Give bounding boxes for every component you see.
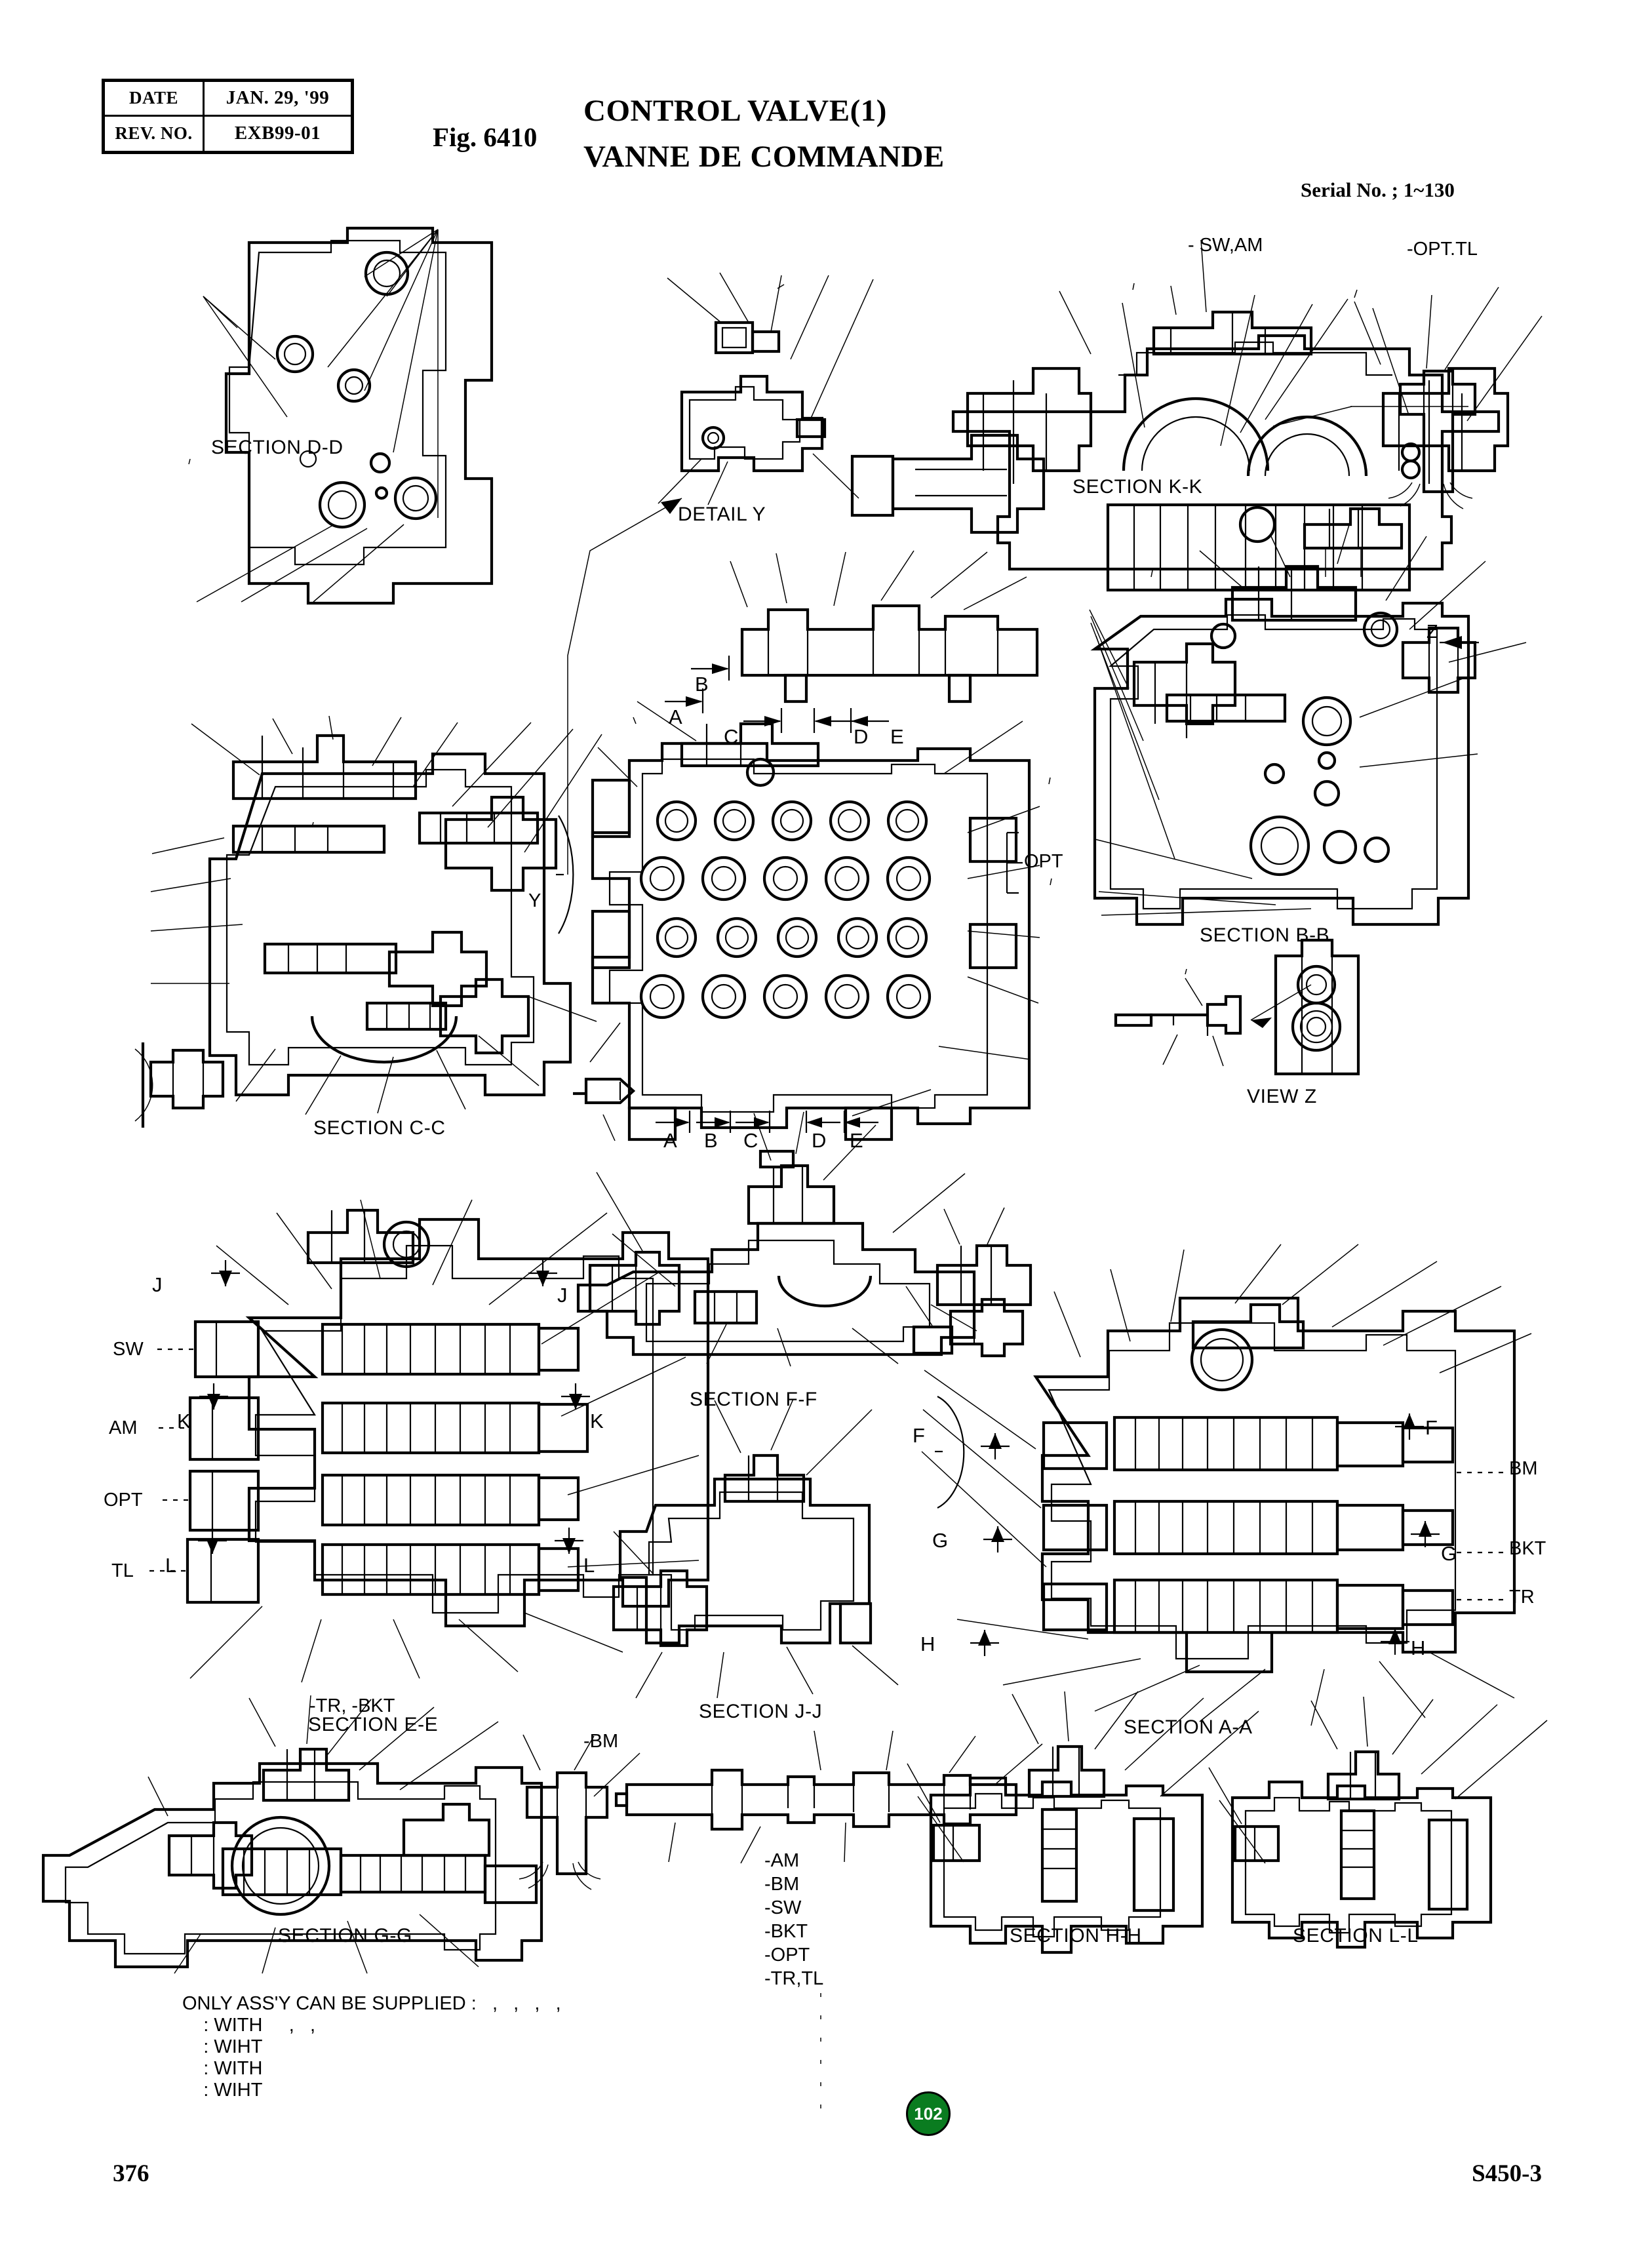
mark-ee-k-left: K: [177, 1410, 191, 1433]
callout-opt-tl: -OPT.TL: [1407, 239, 1478, 260]
caption-view-z: VIEW Z: [1247, 1086, 1317, 1107]
caption-section-aa: SECTION A-A: [1124, 1716, 1253, 1738]
mark-aa-f-left: F: [913, 1424, 925, 1447]
mark-ee-k-right: K: [590, 1410, 604, 1433]
mark-top-a: A: [669, 705, 682, 728]
label-aa-bkt: BKT: [1509, 1538, 1546, 1559]
mark-top-d: D: [854, 725, 869, 748]
mark-top-b: B: [695, 673, 709, 696]
section-ll-drawing: [1209, 1697, 1547, 1947]
mark-ee-j-right: J: [557, 1284, 568, 1307]
supply-note-line-1: ONLY ASS'Y CAN BE SUPPLIED : , , , ,: [182, 1993, 561, 2014]
caption-section-bb: SECTION B-B: [1200, 924, 1330, 946]
rev-value: EXB99-01: [234, 123, 321, 144]
section-ee-drawing: [149, 1200, 708, 1682]
revision-table: DATE JAN. 29, '99 REV. NO. EXB99-01: [102, 79, 354, 154]
spool-label-am: -AM: [764, 1850, 800, 1871]
label-ee-tl: TL: [111, 1560, 134, 1581]
page-title-fr: VANNE DE COMMANDE: [583, 140, 945, 174]
spool-label-trtl: -TR,TL: [764, 1968, 824, 1989]
caption-section-gg: SECTION G-G: [278, 1925, 412, 1947]
mark-aa-g-left: G: [932, 1529, 949, 1552]
caption-section-ee: SECTION E-E: [308, 1714, 439, 1735]
marker-y: Y: [528, 890, 541, 911]
supply-note-line-2: : WITH , ,: [182, 2015, 315, 2036]
mark-top-c: C: [724, 725, 739, 748]
rev-label: REV. NO.: [105, 116, 205, 151]
section-kk-drawing: [852, 240, 1542, 590]
date-label: DATE: [105, 82, 205, 117]
marker-z: Z: [1426, 622, 1438, 643]
spool-label-bkt: -BKT: [764, 1921, 808, 1942]
mark-aa-h-left: H: [920, 1632, 935, 1655]
label-aa-bm: BM: [1509, 1458, 1538, 1479]
section-ff-drawing: [578, 1112, 977, 1366]
callout-bm: -BM: [583, 1731, 619, 1752]
view-z-drawing: [1116, 940, 1358, 1074]
section-marks-bottom: [656, 1111, 878, 1133]
section-aa-drawing: [906, 1208, 1531, 1726]
spool-label-opt: -OPT: [764, 1945, 810, 1966]
mark-bot-d: D: [812, 1129, 827, 1152]
mark-bot-c: C: [743, 1129, 758, 1152]
caption-section-kk: SECTION K-K: [1072, 476, 1203, 498]
supply-note-line-4: : WITH: [182, 2058, 263, 2079]
page-number: 376: [113, 2160, 149, 2187]
spool-assembly-drawing: [616, 1731, 1042, 1863]
mark-ee-j-left: J: [152, 1273, 163, 1296]
supply-note-line-3: : WIHT: [182, 2036, 263, 2057]
label-ee-sw: SW: [113, 1339, 144, 1360]
caption-section-cc: SECTION C-C: [313, 1117, 446, 1139]
mark-bot-e: E: [850, 1129, 863, 1152]
serial-number: Serial No. ; 1~130: [1301, 178, 1455, 201]
caption-section-ll: SECTION L-L: [1293, 1925, 1419, 1947]
callout-tr-bkt: -TR, -BKT: [309, 1695, 395, 1716]
spool-label-sw: -SW: [764, 1897, 802, 1918]
caption-section-hh: SECTION H-H: [1010, 1925, 1142, 1947]
caption-section-jj: SECTION J-J: [699, 1701, 823, 1722]
label-ee-am: AM: [109, 1417, 138, 1438]
page-badge: 102: [906, 2091, 951, 2136]
callout-sw-am: - SW,AM: [1188, 235, 1263, 256]
caption-section-ff: SECTION F-F: [690, 1389, 817, 1410]
mark-bot-a: A: [663, 1129, 677, 1152]
mark-ee-l-left: L: [165, 1554, 177, 1577]
figure-number: Fig. 6410: [433, 122, 538, 152]
detail-y-drawing: [658, 273, 873, 505]
supply-note-line-5: : WIHT: [182, 2080, 263, 2101]
date-value: JAN. 29, '99: [205, 82, 351, 117]
center-plan-drawing: [573, 551, 1052, 1141]
section-cc-drawing: [135, 498, 682, 1128]
section-dd-drawing: [189, 228, 492, 603]
section-jj-drawing: [614, 1399, 898, 1698]
mark-bot-b: B: [704, 1129, 718, 1152]
caption-detail-y: DETAIL Y: [678, 504, 766, 525]
mark-aa-f-right: F: [1425, 1416, 1438, 1439]
section-bb-drawing: [1090, 509, 1526, 924]
caption-section-dd: SECTION D-D: [211, 437, 344, 458]
mark-aa-g-right: G: [1441, 1542, 1457, 1565]
mark-aa-h-right: H: [1411, 1636, 1426, 1659]
label-aa-tr: TR: [1509, 1587, 1535, 1608]
mark-top-e: E: [890, 725, 904, 748]
label-opt-bracket: OPT: [1024, 851, 1063, 872]
mark-ee-l-right: L: [583, 1554, 595, 1577]
model-code: S450-3: [1472, 2160, 1542, 2187]
spool-label-bm: -BM: [764, 1874, 800, 1895]
page-title-en: CONTROL VALVE(1): [583, 94, 887, 128]
label-ee-opt: OPT: [104, 1490, 143, 1511]
